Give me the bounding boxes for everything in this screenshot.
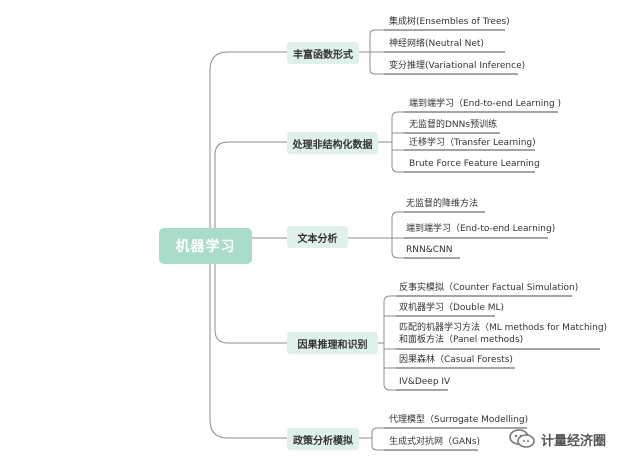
root-node: 机器学习 [159, 228, 252, 264]
leaf-transfer-learning: 迁移学习（Transfer Learning) [409, 138, 536, 148]
wechat-icon [509, 429, 535, 448]
branch-rich-function-forms: 丰富函数形式 [287, 42, 359, 64]
branch-unstructured-data: 处理非结构化数据 [287, 132, 378, 154]
branch-text-analysis: 文本分析 [287, 226, 348, 248]
leaf-variational-inference: 变分推理(Variational Inference) [389, 61, 526, 71]
leaf-ml-methods-for-matching: 匹配的机器学习方法（ML methods for Matching) [399, 323, 608, 333]
leaf-surrogate-modelling: 代理模型（Surrogate Modelling) [389, 415, 529, 425]
leaf-gans: 生成式对抗网（GANs) [389, 437, 481, 447]
leaf-ensembles-of-trees: 集成树(Ensembles of Trees) [389, 17, 510, 27]
leaf-brute-force-feature-learning: Brute Force Feature Learning [409, 159, 540, 169]
leaf-text-end-to-end-learning: 端到端学习（End-to-end Learning) [406, 224, 556, 234]
leaf-iv-deep-iv: IV&Deep IV [399, 377, 451, 387]
leaf-counterfactual-simulation: 反事实模拟（Counter Factual Simulation) [399, 283, 579, 293]
leaf-panel-methods: 和面板方法（Panel methods) [399, 335, 524, 345]
branch-causal-inference: 因果推理和识别 [287, 332, 378, 354]
leaf-double-ml: 双机器学习（Double ML) [399, 303, 505, 313]
leaf-neural-net: 神经网络(Neutral Net) [389, 39, 484, 49]
branch-policy-simulation: 政策分析模拟 [287, 428, 359, 450]
leaf-rnn-cnn: RNN&CNN [406, 245, 453, 255]
leaf-unsupervised-dnn-pretraining: 无监督的DNNs预训练 [409, 120, 498, 130]
leaf-unsupervised-dimension-reduction: 无监督的降维方法 [406, 199, 479, 209]
leaf-causal-forests: 因果森林（Casual Forests) [399, 355, 513, 365]
watermark-text: 计量经济圈 [541, 433, 607, 449]
watermark: 计量经济圈 [509, 428, 606, 450]
leaf-end-to-end-learning: 端到端学习（End-to-end Learning ) [409, 99, 562, 109]
